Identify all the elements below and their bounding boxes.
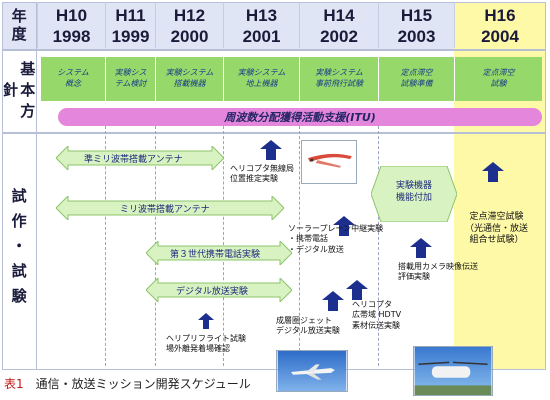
figure-caption: 表1 通信・放送ミッション開発スケジュール bbox=[4, 375, 251, 392]
row-label-year: 年度 bbox=[9, 8, 28, 44]
era-label: H15 bbox=[400, 6, 433, 25]
plan-cell: 実験シス テム検討 bbox=[105, 57, 155, 101]
plan-cell: 定点滞空 試験準備 bbox=[378, 57, 454, 101]
arrow-label: デジタル放送実験 bbox=[176, 286, 248, 297]
year-label: 1998 bbox=[52, 27, 91, 46]
note-helicopter-hdtv: ヘリコプタ 広帯域 HDTV 素材伝送実験 bbox=[352, 300, 402, 330]
note-camera-transmission: 搭載用カメラ映像伝送 評価実験 bbox=[398, 262, 478, 282]
year-label: 2001 bbox=[242, 27, 281, 46]
year-label: 2000 bbox=[170, 27, 209, 46]
note-fixed-point-test: 定点滞空試験 （光通信・放送 組合せ試験） bbox=[465, 212, 529, 246]
row-label-trials: 試作・試験 bbox=[9, 187, 28, 313]
era-label: H12 bbox=[173, 6, 206, 25]
note-stratospheric-jet: 成層圏ジェット デジタル放送実験 bbox=[276, 316, 340, 336]
note-helicopter-position: ヘリコプタ無線局 位置推定実験 bbox=[230, 164, 294, 184]
year-cell-h16: H16 2004 bbox=[454, 2, 545, 48]
helicopter-photo bbox=[413, 346, 493, 396]
up-arrow-icon bbox=[333, 216, 355, 236]
solar-plane-photo bbox=[301, 140, 357, 184]
plan-cell: 実験システム 搭載機器 bbox=[155, 57, 223, 101]
year-label: 1999 bbox=[111, 27, 150, 46]
jet-photo bbox=[276, 350, 348, 392]
arrow-3g-mobile bbox=[146, 241, 292, 265]
plan-cell: 実験システム 地上機器 bbox=[223, 57, 299, 101]
itu-support-bar: 周波数分配獲得活動支援(ITU) bbox=[58, 108, 542, 126]
divider bbox=[3, 132, 545, 134]
year-cell-h11: H11 1999 bbox=[105, 2, 155, 48]
year-label: 2002 bbox=[320, 27, 358, 46]
plan-cell: システム 概念 bbox=[40, 57, 105, 101]
divider bbox=[36, 3, 37, 369]
dashed-separator bbox=[105, 126, 106, 366]
era-label: H14 bbox=[323, 6, 355, 25]
up-arrow-icon bbox=[322, 291, 344, 311]
caption-number: 表1 bbox=[4, 377, 24, 391]
dashed-separator bbox=[378, 126, 379, 366]
up-arrow-icon bbox=[260, 140, 282, 160]
arrow-millimeter-antenna bbox=[56, 196, 284, 220]
arrow-label: 第３世代携帯電話実験 bbox=[170, 249, 261, 260]
year-cell-h10: H10 1998 bbox=[37, 2, 105, 48]
up-arrow-icon bbox=[346, 280, 368, 300]
dashed-separator bbox=[299, 126, 300, 366]
up-arrow-icon bbox=[410, 238, 432, 258]
equipment-function-arrow bbox=[371, 166, 457, 222]
era-label: H11 bbox=[115, 6, 146, 25]
year-cell-h14: H14 2002 bbox=[299, 2, 378, 48]
arrow-label: 準ミリ波帯搭載アンテナ bbox=[84, 154, 183, 165]
plan-cell: 定点滞空 試験 bbox=[454, 57, 542, 101]
year-cell-h13: H13 2001 bbox=[223, 2, 299, 48]
era-label: H16 bbox=[484, 6, 516, 25]
era-label: H10 bbox=[55, 6, 88, 25]
row-label-policy: 基本方針 bbox=[1, 60, 37, 124]
arrow-digital-broadcast bbox=[146, 278, 292, 302]
up-arrow-icon bbox=[198, 313, 214, 329]
note-helicopter-preflight: ヘリプリフライト試験 場外離発着場確認 bbox=[166, 334, 246, 354]
up-arrow-icon bbox=[482, 162, 504, 182]
year-label: 2004 bbox=[481, 27, 519, 46]
caption-text: 通信・放送ミッション開発スケジュール bbox=[35, 377, 251, 391]
era-label: H13 bbox=[245, 6, 278, 25]
year-cell-h12: H12 2000 bbox=[155, 2, 223, 48]
year-cell-h15: H15 2003 bbox=[378, 2, 454, 48]
year-label: 2003 bbox=[397, 27, 436, 46]
divider bbox=[3, 49, 545, 51]
arrow-label: ミリ波帯搭載アンテナ bbox=[120, 204, 210, 215]
plan-cell: 実験システム 事前飛行試験 bbox=[299, 57, 378, 101]
note-solar-plane: ソーラープレーン中継実験 ・携帯電話 ・デジタル放送 bbox=[288, 224, 384, 254]
arrow-quasi-millimeter-antenna bbox=[56, 146, 224, 170]
equipment-function-label: 実験機器 機能付加 bbox=[395, 181, 432, 204]
